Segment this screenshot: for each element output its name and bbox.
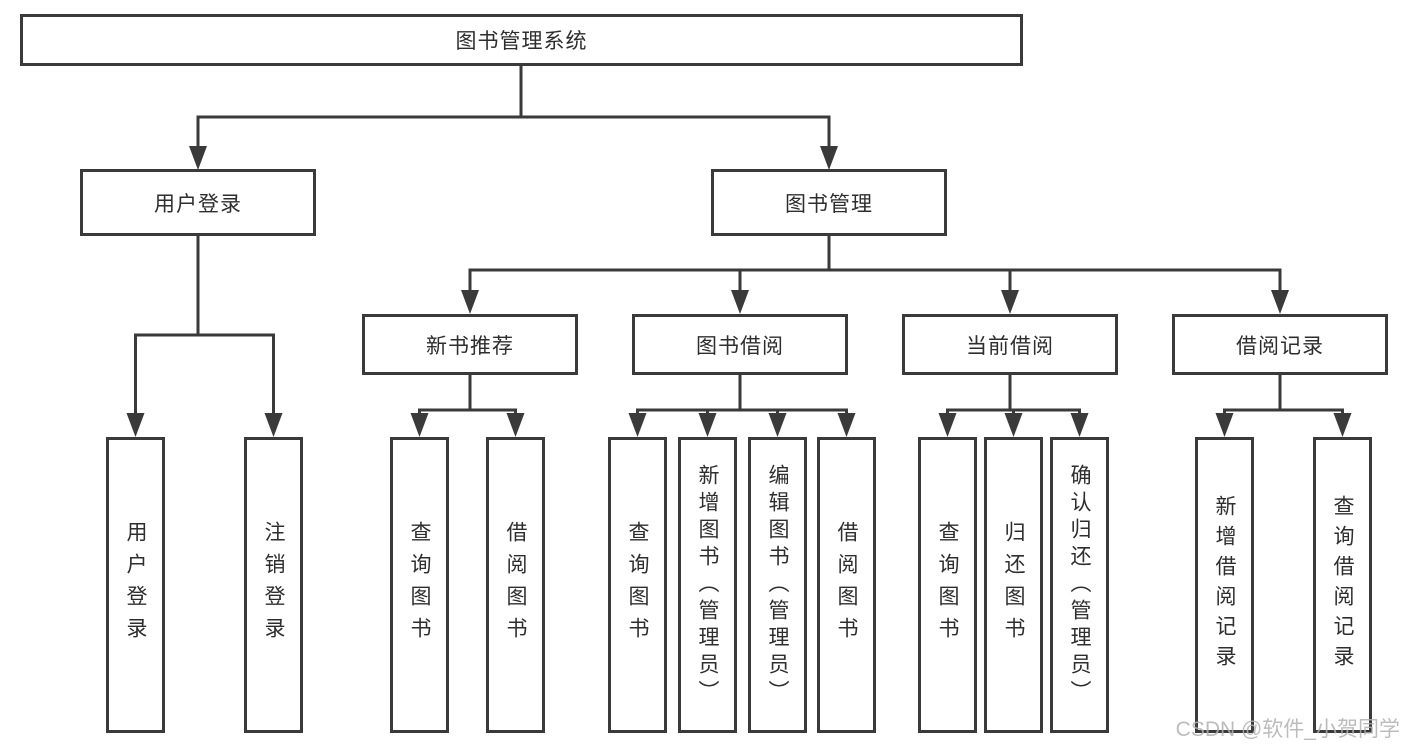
- arrow-down-icon: [1215, 413, 1234, 437]
- node-book-borrowing: 图书借阅: [632, 314, 848, 375]
- node-new-book-recommend-label: 新书推荐: [426, 334, 514, 358]
- arrow-down-icon: [410, 413, 429, 437]
- leaf-borrowing-query-books-label: 查询图书: [626, 521, 649, 649]
- leaf-user-login-label: 用户登录: [124, 521, 147, 649]
- arrow-down-icon: [506, 413, 525, 437]
- node-library-management-system-label: 图书管理系统: [455, 30, 588, 53]
- leaf-borrowing-borrow-books: 借阅图书: [817, 437, 876, 733]
- node-new-book-recommend: 新书推荐: [362, 314, 578, 375]
- arrow-down-icon: [768, 413, 787, 437]
- arrow-down-icon: [938, 413, 957, 437]
- leaf-borrowing-add-books-admin: 新增图书（管理员）: [678, 437, 737, 733]
- leaf-current-query-books: 查询图书: [918, 437, 977, 733]
- leaf-current-query-books-label: 查询图书: [936, 521, 959, 649]
- arrow-down-icon: [264, 413, 283, 437]
- leaf-records-query-record: 查询借阅记录: [1313, 437, 1372, 733]
- leaf-current-confirm-return-admin: 确认归还（管理员）: [1050, 437, 1109, 733]
- leaf-borrowing-add-books-admin-label: 新增图书（管理员）: [696, 463, 719, 707]
- leaf-records-query-record-label: 查询借阅记录: [1331, 495, 1354, 675]
- arrow-down-icon: [461, 290, 479, 314]
- leaf-borrowing-query-books: 查询图书: [608, 437, 667, 733]
- arrow-down-icon: [189, 146, 207, 170]
- arrow-down-icon: [731, 290, 749, 314]
- node-user-login: 用户登录: [80, 169, 316, 236]
- arrowheads: [126, 146, 1352, 437]
- leaf-user-login: 用户登录: [106, 437, 165, 733]
- connector-lines: [134, 66, 1344, 415]
- node-book-borrowing-label: 图书借阅: [696, 334, 784, 358]
- arrow-down-icon: [1271, 290, 1289, 314]
- arrow-down-icon: [837, 413, 856, 437]
- connector-user-login-branch: [134, 333, 275, 414]
- leaf-current-confirm-return-admin-label: 确认归还（管理员）: [1068, 463, 1091, 707]
- leaf-records-add-record-label: 新增借阅记录: [1213, 495, 1236, 675]
- node-user-login-label: 用户登录: [154, 192, 242, 216]
- arrow-down-icon: [1004, 413, 1023, 437]
- arrow-down-icon: [126, 413, 145, 437]
- leaf-borrowing-edit-books-admin: 编辑图书（管理员）: [748, 437, 807, 733]
- leaf-borrowing-borrow-books-label: 借阅图书: [835, 521, 858, 649]
- arrow-down-icon: [820, 146, 838, 170]
- leaf-logout: 注销登录: [244, 437, 303, 733]
- leaf-current-return-books: 归还图书: [984, 437, 1043, 733]
- leaf-recommend-borrow-books: 借阅图书: [486, 437, 545, 733]
- arrow-down-icon: [1333, 413, 1352, 437]
- leaf-current-return-books-label: 归还图书: [1002, 521, 1025, 649]
- node-current-borrowing: 当前借阅: [902, 314, 1118, 375]
- connector-book-mgmt-branch: [468, 268, 1282, 292]
- connector-book-borrow-branch: [636, 408, 848, 415]
- node-current-borrowing-label: 当前借阅: [966, 334, 1054, 358]
- leaf-logout-label: 注销登录: [262, 521, 285, 649]
- node-book-management-label: 图书管理: [785, 192, 873, 216]
- node-borrow-records-label: 借阅记录: [1236, 334, 1324, 358]
- arrow-down-icon: [698, 413, 717, 437]
- node-book-management: 图书管理: [711, 169, 947, 236]
- arrow-down-icon: [1070, 413, 1089, 437]
- arrow-down-icon: [628, 413, 647, 437]
- leaf-recommend-borrow-books-label: 借阅图书: [504, 521, 527, 649]
- node-borrow-records: 借阅记录: [1172, 314, 1388, 375]
- node-library-management-system: 图书管理系统: [20, 14, 1023, 66]
- leaf-recommend-query-books: 查询图书: [390, 437, 449, 733]
- arrow-down-icon: [1001, 290, 1019, 314]
- connector-new-book-branch: [418, 408, 517, 415]
- leaf-recommend-query-books-label: 查询图书: [408, 521, 431, 649]
- leaf-records-add-record: 新增借阅记录: [1195, 437, 1254, 733]
- csdn-watermark: CSDN @软件_小贺同学: [1175, 718, 1400, 741]
- connector-borrow-records-branch: [1223, 408, 1344, 415]
- leaf-borrowing-edit-books-admin-label: 编辑图书（管理员）: [766, 463, 789, 707]
- connector-root-branch: [196, 115, 831, 148]
